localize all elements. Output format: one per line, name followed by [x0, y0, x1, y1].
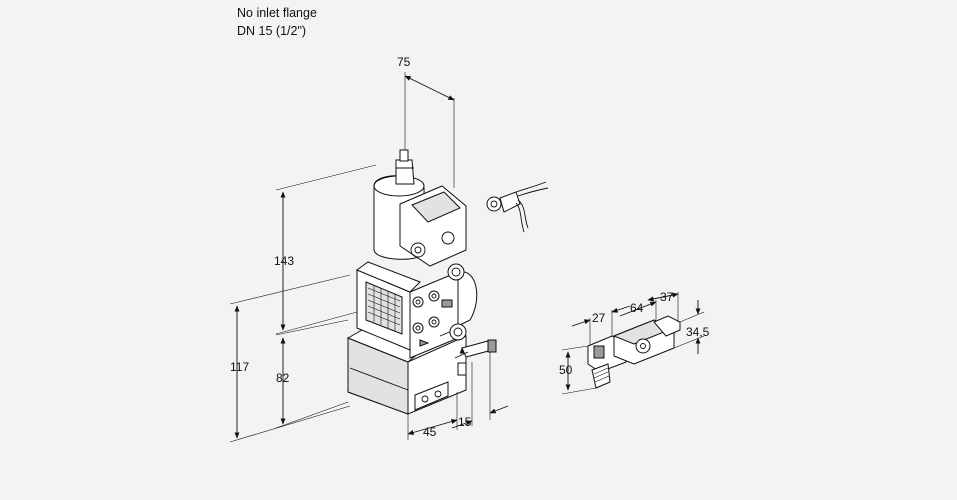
- cable-plug: [486, 181, 549, 233]
- dim-64-label: 64: [630, 301, 644, 315]
- dim-37-label: 37: [660, 290, 674, 304]
- header-subtitle: DN 15 (1/2"): [237, 24, 307, 38]
- dimension-lines: [229, 72, 509, 443]
- dim-117-label: 117: [230, 360, 249, 374]
- dim-27-label: 27: [592, 311, 606, 325]
- dim-34-5-label: 34,5: [686, 325, 710, 339]
- header-title: No inlet flange: [237, 6, 317, 20]
- detail-connector: [587, 315, 681, 389]
- pipe-fitting: [454, 339, 497, 376]
- valve-body: [346, 149, 478, 415]
- filter-grille: [367, 285, 401, 331]
- dim-82-label: 82: [276, 371, 290, 385]
- dim-143-label: 143: [274, 254, 294, 268]
- dim-50-label: 50: [559, 363, 573, 377]
- detail-dimension-lines: [561, 292, 705, 395]
- dim-15-label: 15: [458, 415, 472, 429]
- dim-75-label: 75: [397, 55, 411, 69]
- dim-45-label: 45: [423, 425, 437, 439]
